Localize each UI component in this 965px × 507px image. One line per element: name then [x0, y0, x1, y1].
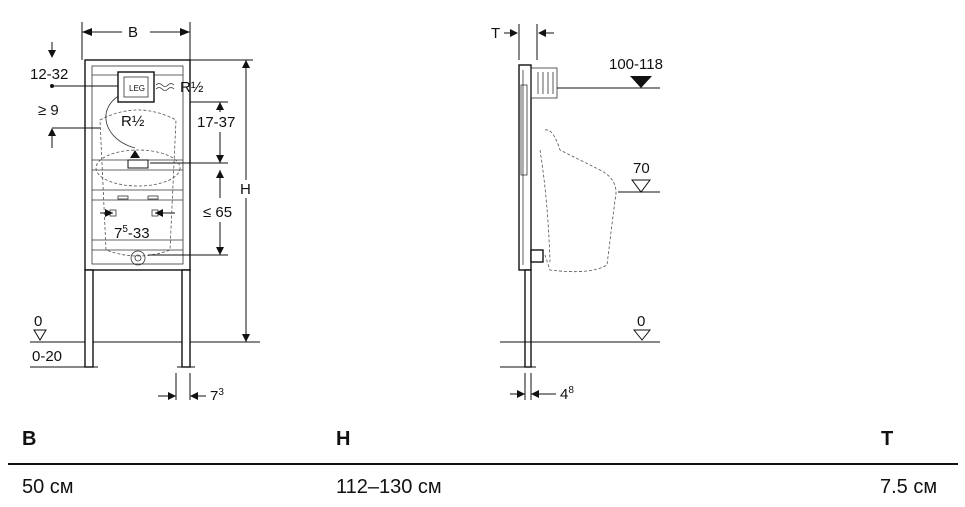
label-R-half-top: R½	[180, 79, 204, 96]
label-4-8: 48	[560, 385, 574, 400]
dimension-17-37: 17-37	[150, 101, 235, 164]
dimension-le-65: ≤ 65	[148, 170, 232, 256]
dimension-ge-9: ≥ 9	[38, 102, 100, 148]
label-100-118: 100-118	[609, 56, 663, 73]
technical-drawing: B L	[30, 22, 663, 400]
label-7-5-33: 75-33	[114, 224, 150, 242]
header-H: H	[336, 428, 351, 450]
installation-frame: LEG	[80, 59, 195, 368]
label-7-3: 73	[210, 387, 224, 400]
label-T: T	[491, 25, 500, 42]
dimension-7-5-33: 75-33	[100, 209, 175, 242]
label-zero-side: 0	[637, 313, 645, 330]
value-B: 50 см	[22, 476, 74, 498]
label-12-32: 12-32	[30, 66, 68, 83]
floor-levels-front: 0 0-20	[30, 313, 260, 368]
dimension-4-8: 48	[510, 373, 574, 400]
dimension-7-3: 73	[158, 373, 224, 400]
dimension-H: H	[190, 59, 253, 342]
dimension-100-118: 100-118	[557, 56, 663, 89]
dimension-70: 70	[618, 160, 660, 193]
label-H: H	[240, 181, 251, 198]
spec-table: B H T 50 см 112–130 см 7.5 см	[0, 418, 965, 507]
value-H: 112–130 см	[336, 476, 442, 498]
label-70: 70	[633, 160, 650, 177]
header-B: B	[22, 428, 37, 450]
label-ge-9: ≥ 9	[38, 102, 59, 119]
valve-box-text: LEG	[129, 84, 145, 93]
front-view: B L	[30, 22, 260, 400]
dimension-T: T	[491, 24, 554, 60]
value-T: 7.5 см	[880, 476, 938, 498]
header-T: T	[881, 428, 894, 450]
label-0-20: 0-20	[32, 348, 62, 365]
dimension-12-32: 12-32	[30, 42, 118, 88]
dimension-B: B	[81, 22, 191, 60]
label-B: B	[128, 24, 138, 41]
side-view: T 100-118 70	[491, 24, 663, 400]
label-R-half-mid: R½	[121, 113, 145, 130]
label-zero-front: 0	[34, 313, 42, 330]
table-divider	[8, 463, 958, 465]
label-le-65: ≤ 65	[203, 204, 232, 221]
label-17-37: 17-37	[197, 114, 235, 131]
floor-levels-side: 0	[500, 313, 660, 368]
